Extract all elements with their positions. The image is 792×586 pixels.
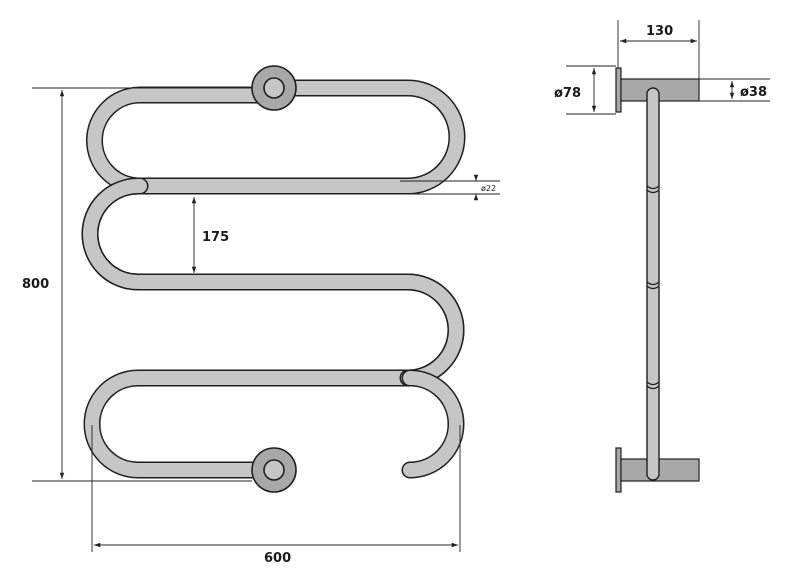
return-loop-top-left-body — [87, 88, 281, 193]
bottom-mount-arm — [620, 458, 700, 482]
height-label: 800 — [22, 277, 49, 292]
tube-diameter-label: ø22 — [481, 184, 496, 193]
return-loop-middle-right-body — [133, 275, 463, 385]
tube-diameter-dimension — [400, 174, 500, 201]
bottom-wall-flange — [251, 447, 297, 493]
front-view: 800 600 175 ø22 — [22, 65, 500, 566]
depth-dimension — [617, 20, 700, 79]
return-loop-top-left-outline — [86, 86, 283, 195]
side-view: 130 ø78 ø38 — [554, 20, 770, 493]
height-dimension — [32, 87, 252, 482]
width-label: 600 — [264, 551, 291, 566]
depth-label: 130 — [646, 24, 673, 39]
mount-diameter-label: ø38 — [740, 85, 767, 100]
side-tube-joints — [646, 185, 660, 390]
mount-diameter-dimension — [699, 78, 770, 102]
return-loop-bottom-right-body — [403, 371, 463, 477]
return-loop-second-left-body — [83, 179, 139, 289]
flange-diameter-dimension — [566, 65, 616, 115]
width-dimension — [91, 425, 461, 552]
return-loop-middle-right-outline — [131, 273, 465, 387]
top-wall-flange — [251, 65, 297, 111]
flange-diameter-label: ø78 — [554, 86, 581, 101]
bottom-wall-plate — [615, 447, 622, 493]
spacing-label: 175 — [202, 230, 229, 245]
top-mount-arm — [620, 78, 700, 102]
top-wall-plate — [615, 67, 622, 113]
